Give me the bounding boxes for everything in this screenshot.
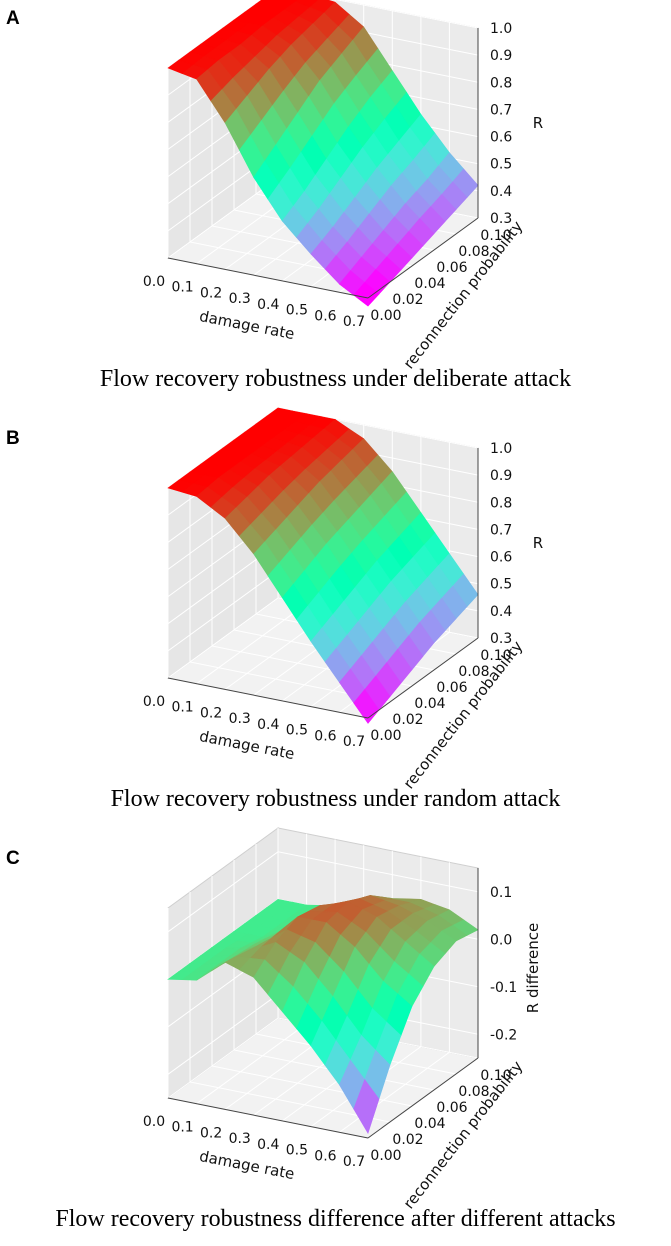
- y-tick-label: 0.06: [436, 680, 467, 696]
- z-tick-label: 0.7: [490, 522, 512, 538]
- z-axis-title: R: [533, 534, 543, 552]
- panel-label: B: [6, 428, 20, 449]
- x-tick-label: 0.7: [343, 314, 365, 330]
- surface-plot: 0.0 0.1 0.2 0.3 0.4 0.5 0.6 0.7 0.000.020.040.06…: [143, 0, 543, 372]
- z-tick-label: 0.8: [490, 75, 512, 91]
- y-tick-label: 0.08: [458, 664, 489, 680]
- z-tick-label: -0.1: [490, 980, 517, 996]
- y-tick-label: 0.00: [370, 308, 401, 324]
- z-axis-title: R difference: [524, 923, 542, 1014]
- y-tick-label: 0.04: [414, 276, 445, 292]
- x-tick-label: 0.0: [143, 274, 165, 290]
- x-tick-label: 0.1: [171, 280, 193, 296]
- z-tick-label: 0.0: [490, 932, 512, 948]
- x-axis-title: damage rate: [198, 307, 296, 343]
- z-tick-label: -0.2: [490, 1027, 517, 1043]
- panel-caption: Flow recovery robustness under deliberat…: [99, 366, 572, 392]
- surface: [167, 895, 479, 1135]
- y-tick-label: 0.04: [414, 696, 445, 712]
- panel-label: C: [6, 848, 20, 869]
- x-tick-label: 0.4: [257, 717, 279, 733]
- y-tick-label: 0.06: [436, 1100, 467, 1116]
- y-tick-label: 0.04: [414, 1116, 445, 1132]
- y-tick-label: 0.08: [458, 244, 489, 260]
- y-tick-label: 0.10: [480, 648, 511, 664]
- x-tick-label: 0.4: [257, 297, 279, 313]
- z-tick-label: 0.3: [490, 631, 512, 647]
- surface-patch: [353, 281, 380, 307]
- y-tick-label: 0.00: [370, 1148, 401, 1164]
- x-tick-label: 0.3: [229, 291, 251, 307]
- z-tick-label: 0.1: [490, 885, 512, 901]
- y-tick-label: 0.02: [392, 1132, 423, 1148]
- x-tick-label: 0.7: [343, 734, 365, 750]
- axes: [167, 448, 479, 719]
- y-axis-line: [367, 217, 479, 299]
- z-tick-label: 0.4: [490, 604, 512, 620]
- axes: [167, 868, 479, 1139]
- z-axis-title: R: [533, 114, 543, 132]
- grid-line: [167, 851, 479, 933]
- x-tick-label: 0.5: [286, 723, 308, 739]
- z-tick-label: 0.6: [490, 130, 512, 146]
- x-axis-line: [167, 1097, 369, 1139]
- x-tick-label: 0.0: [143, 694, 165, 710]
- z-tick-label: 0.8: [490, 495, 512, 511]
- x-axis-line: [167, 677, 369, 719]
- x-tick-label: 0.1: [171, 700, 193, 716]
- z-tick-label: 1.0: [490, 441, 512, 457]
- z-tick-label: 0.4: [490, 184, 512, 200]
- z-tick-label: 1.0: [490, 21, 512, 37]
- z-tick-label: 0.3: [490, 211, 512, 227]
- z-tick-label: 0.9: [490, 48, 512, 64]
- x-tick-label: 0.2: [200, 705, 222, 721]
- z-tick-label: 0.6: [490, 550, 512, 566]
- panel-caption: Flow recovery robustness difference afte…: [55, 1206, 616, 1232]
- y-tick-label: 0.02: [392, 712, 423, 728]
- y-tick-label: 0.00: [370, 728, 401, 744]
- x-tick-label: 0.7: [343, 1154, 365, 1170]
- x-tick-label: 0.3: [229, 1131, 251, 1147]
- surface: [167, 407, 479, 724]
- x-tick-label: 0.0: [143, 1114, 165, 1130]
- y-tick-label: 0.10: [480, 1068, 511, 1084]
- x-axis-title: damage rate: [198, 727, 296, 763]
- x-tick-label: 0.4: [257, 1137, 279, 1153]
- surface-patch: [353, 1078, 380, 1135]
- z-tick-label: 0.5: [490, 157, 512, 173]
- surface: [167, 0, 479, 307]
- axes: [167, 28, 479, 299]
- x-axis-line: [167, 257, 369, 299]
- y-tick-label: 0.06: [436, 260, 467, 276]
- x-tick-label: 0.5: [286, 1143, 308, 1159]
- y-tick-label: 0.02: [392, 292, 423, 308]
- x-tick-label: 0.2: [200, 1125, 222, 1141]
- surface-plot: 0.0 0.1 0.2 0.3 0.4 0.5 0.6 0.7 0.000.020.040.06…: [143, 827, 542, 1212]
- x-tick-label: 0.2: [200, 285, 222, 301]
- x-tick-label: 0.6: [314, 1148, 336, 1164]
- x-tick-label: 0.1: [171, 1120, 193, 1136]
- x-tick-label: 0.6: [314, 728, 336, 744]
- z-tick-label: 0.9: [490, 468, 512, 484]
- x-tick-label: 0.6: [314, 308, 336, 324]
- x-tick-label: 0.3: [229, 711, 251, 727]
- grid-line: [189, 892, 391, 1123]
- x-tick-label: 0.5: [286, 303, 308, 319]
- y-tick-label: 0.08: [458, 1084, 489, 1100]
- z-tick-label: 0.5: [490, 577, 512, 593]
- panel-label: A: [6, 8, 20, 29]
- y-axis-line: [367, 637, 479, 719]
- y-axis-line: [367, 1057, 479, 1139]
- x-axis-title: damage rate: [198, 1147, 296, 1183]
- grid-line: [277, 828, 479, 1059]
- y-tick-label: 0.10: [480, 228, 511, 244]
- surface-plot: 0.0 0.1 0.2 0.3 0.4 0.5 0.6 0.7 0.000.020.040.06…: [143, 407, 543, 792]
- panel-caption: Flow recovery robustness under random at…: [110, 786, 561, 812]
- z-tick-label: 0.7: [490, 102, 512, 118]
